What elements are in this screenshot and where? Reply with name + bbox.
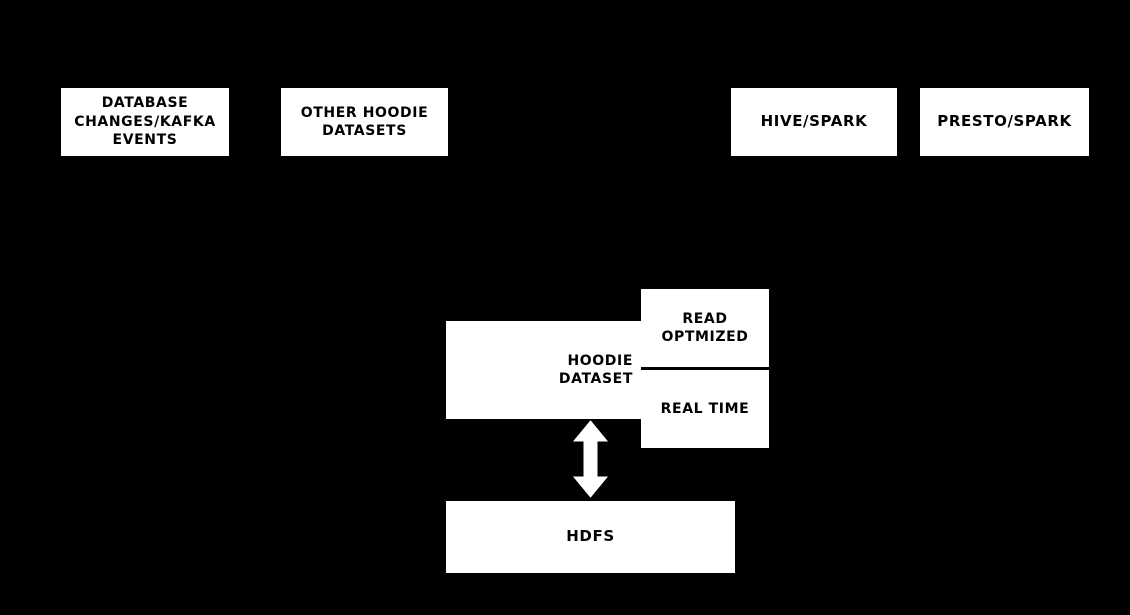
node-label: Presto/Spark xyxy=(937,112,1072,131)
node-hive-spark[interactable]: Hive/Spark xyxy=(731,88,897,156)
node-label: Database Changes/Kafka Events xyxy=(74,95,216,149)
node-hoodie-dataset[interactable]: Hoodie Dataset xyxy=(446,321,641,419)
node-real-time-view[interactable]: Real Time xyxy=(641,370,769,448)
node-database-changes-kafka-events[interactable]: Database Changes/Kafka Events xyxy=(61,88,229,156)
node-label: Real Time xyxy=(660,400,750,417)
node-label: HDFS xyxy=(566,527,615,546)
node-label: Read Optmized xyxy=(661,310,749,345)
arrow-shape xyxy=(572,420,609,498)
node-presto-spark[interactable]: Presto/Spark xyxy=(920,88,1089,156)
node-label: Other Hoodie Datasets xyxy=(300,104,429,139)
node-hdfs[interactable]: HDFS xyxy=(446,501,735,573)
node-read-optimized-view[interactable]: Read Optmized xyxy=(641,289,769,370)
node-label: Hoodie Dataset xyxy=(558,352,633,387)
double-headed-vertical-arrow-icon xyxy=(570,419,611,499)
node-other-hoodie-datasets[interactable]: Other Hoodie Datasets xyxy=(281,88,448,156)
double-headed-vertical-arrow-svg xyxy=(572,420,609,498)
node-label: Hive/Spark xyxy=(760,112,868,131)
